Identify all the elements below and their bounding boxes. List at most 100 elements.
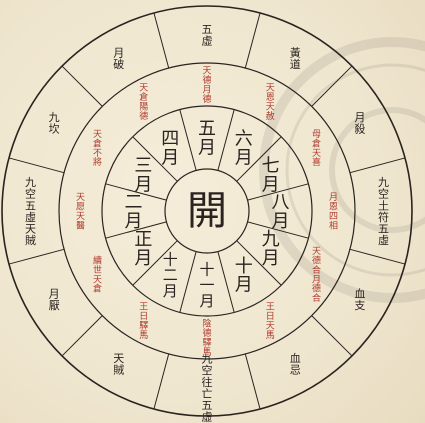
red-labels: 天德月德天恩天赦母倉天喜月恩四相天德合月德合王日天馬陰德驛馬王日驛馬續世天倉天愿… xyxy=(76,67,338,358)
glyph: 合 xyxy=(312,264,321,276)
glyph: 支 xyxy=(354,299,365,312)
glyph: 九 xyxy=(378,176,389,189)
glyph: 三 xyxy=(134,155,152,176)
glyph: 忌 xyxy=(290,364,301,377)
outer-spoke xyxy=(349,248,406,265)
outer-spoke xyxy=(61,65,103,107)
glyph: 月 xyxy=(262,174,280,195)
glyph: 恩 xyxy=(329,202,338,213)
outer-label-1: 黃道 xyxy=(290,46,301,71)
glyph: 一 xyxy=(199,276,214,294)
glyph: 日 xyxy=(266,311,275,322)
middle-ring xyxy=(58,62,356,360)
month-8: 八月 xyxy=(272,192,290,232)
glyph: 空 xyxy=(202,363,213,377)
inner-spoke xyxy=(236,136,282,182)
glyph: 土 xyxy=(378,199,389,212)
glyph: 厭 xyxy=(49,299,60,312)
inner-spoke xyxy=(217,109,235,171)
glyph: 月 xyxy=(235,147,253,168)
glyph: 月 xyxy=(134,174,152,195)
glyph: 二 xyxy=(163,266,178,284)
glyph: 天 xyxy=(266,322,275,332)
glyph: 亡 xyxy=(202,386,213,400)
glyph: 醫 xyxy=(76,220,85,231)
outer-spoke xyxy=(153,353,170,410)
glyph: 月 xyxy=(272,211,290,232)
outer-label-8: 月厭 xyxy=(49,288,60,313)
glyph: 德 xyxy=(202,327,211,339)
month-6: 六月 xyxy=(235,129,253,169)
glyph: 天 xyxy=(312,149,321,159)
glyph: 五 xyxy=(198,119,216,140)
glyph: 道 xyxy=(290,57,301,71)
glyph: 五 xyxy=(202,23,213,36)
glyph: 月 xyxy=(235,275,253,296)
outer-ring xyxy=(1,5,413,417)
month-10: 十月 xyxy=(235,256,253,296)
glyph: 相 xyxy=(329,219,338,231)
glyph: 世 xyxy=(93,264,102,276)
outer-spoke xyxy=(61,315,103,357)
inner-spoke xyxy=(105,221,167,239)
glyph: 血 xyxy=(290,351,301,365)
month-2: 二月 xyxy=(125,192,143,232)
glyph: 血 xyxy=(354,287,365,301)
glyph: 月 xyxy=(113,46,124,59)
glyph: 馬 xyxy=(202,347,211,358)
glyph: 天 xyxy=(93,275,102,285)
glyph: 坎 xyxy=(49,123,60,136)
glyph: 德 xyxy=(139,110,148,122)
glyph: 破 xyxy=(113,57,124,71)
glyph: 二 xyxy=(125,192,143,213)
glyph: 虛 xyxy=(202,410,213,423)
glyph: 九 xyxy=(202,353,213,366)
glyph: 十 xyxy=(163,250,178,268)
inner-spoke xyxy=(132,240,178,286)
glyph: 月 xyxy=(312,274,321,285)
glyph: 德 xyxy=(312,254,321,266)
outer-label-7: 天賊 xyxy=(113,352,124,377)
glyph: 符 xyxy=(378,211,389,224)
glyph: 空 xyxy=(378,187,389,201)
glyph: 月 xyxy=(134,248,152,269)
outer-label-2: 月殺 xyxy=(354,111,365,136)
month-3: 三月 xyxy=(134,155,152,195)
glyph: 四 xyxy=(329,212,338,222)
glyph: 日 xyxy=(139,311,148,322)
glyph: 王 xyxy=(266,302,275,313)
glyph: 天 xyxy=(113,352,124,365)
outer-spoke xyxy=(153,12,170,69)
glyph: 德 xyxy=(202,74,211,86)
watermark-seal xyxy=(259,37,425,303)
outer-label-5: 血忌 xyxy=(290,351,301,377)
glyph: 往 xyxy=(202,375,213,389)
glyph: 合 xyxy=(312,292,321,304)
glyph: 十 xyxy=(199,260,214,278)
glyph: 月 xyxy=(163,282,178,300)
glyph: 七 xyxy=(262,155,280,176)
glyph: 王 xyxy=(139,302,148,313)
glyph: 不 xyxy=(93,148,102,159)
glyph: 賊 xyxy=(25,234,36,247)
outer-label-0: 五虛 xyxy=(202,23,213,48)
outer-spoke xyxy=(8,248,65,265)
glyph: 德 xyxy=(202,93,211,105)
inner-spoke xyxy=(217,251,235,313)
glyph: 空 xyxy=(25,187,36,201)
outer-spoke xyxy=(244,353,261,410)
glyph: 殺 xyxy=(354,122,365,136)
glyph: 五 xyxy=(202,399,213,412)
